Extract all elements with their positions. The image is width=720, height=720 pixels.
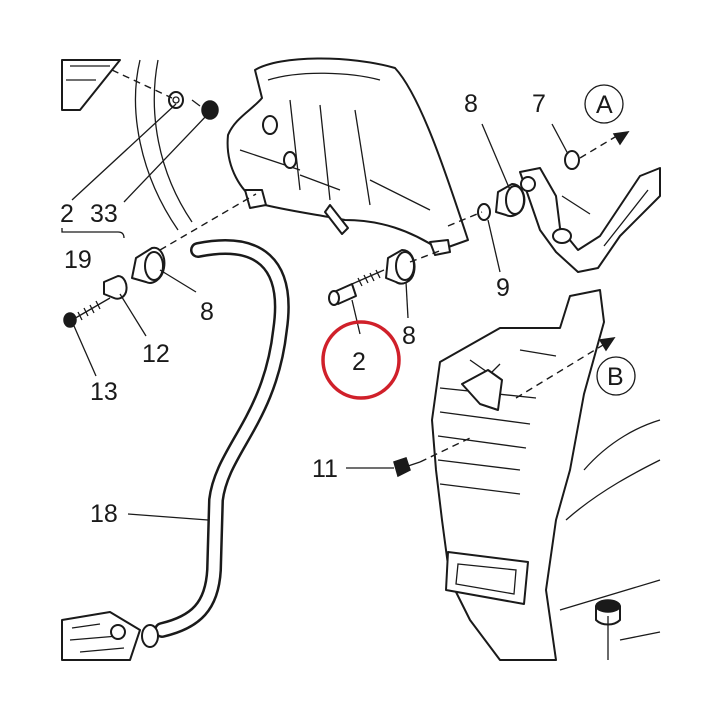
screw-33-shank [191,99,201,107]
lower-bracket-hole [110,624,126,640]
group-brace-19 [61,228,125,239]
mount-bracket-detail [561,189,649,247]
callout-7: 7 [532,90,546,118]
washer-2-top-hole [172,96,180,104]
leader-line [487,219,501,273]
callout-33: 33 [90,200,118,228]
tank-mount-tab [244,189,267,209]
washer-7 [564,150,580,170]
callout-13: 13 [90,378,118,406]
view-b-label: B [607,363,624,391]
leader-line [119,293,147,337]
hose-end-fitting [141,624,159,648]
screw-2-thread [351,269,385,285]
screw-13-thread [77,300,101,321]
bushing-8-left-face [144,251,164,281]
assembly-line [579,133,621,159]
leader-line [127,513,209,521]
callout-18: 18 [90,500,118,528]
leader-line [405,281,409,319]
callout-19: 19 [64,246,92,274]
callout-8-mid: 8 [402,322,416,350]
view-b-circle [596,356,636,396]
arrow-a-head [612,131,630,146]
highlight-ring [321,320,401,400]
outer-body-panel [559,419,661,641]
callout-2-highlighted: 2 [352,348,366,376]
washer-9 [477,203,491,221]
washer-2-top [168,91,184,109]
callout-8-right: 8 [464,90,478,118]
mount-bracket [519,167,661,273]
callout-2-top: 2 [60,200,74,228]
callout-8-left: 8 [200,298,214,326]
frame-strip [61,59,121,111]
grommet-top [595,599,621,613]
tank-body [226,57,469,251]
inner-fairing-notch [461,369,503,411]
screw-11-shank [407,461,421,467]
leader-line [481,123,511,191]
tank-detail-lines [239,72,431,211]
lower-bracket [61,611,141,661]
screw-2-thread-marks [357,269,381,287]
screw-2-head [328,290,340,306]
frame-strip-inner [66,65,110,81]
arrow-b-head [598,337,616,352]
collar-12 [103,275,128,300]
tank-nozzle [324,204,349,235]
assembly-line [409,249,443,263]
screw-13 [71,297,111,321]
inner-fairing-duct-inner [455,563,517,595]
assembly-line [159,193,257,251]
hose-18-inner [156,241,288,636]
screw-11-head [393,457,411,478]
leader-line [351,299,361,335]
callout-12: 12 [142,340,170,368]
hose-18 [154,239,290,638]
tank-boss [283,151,297,169]
callout-9: 9 [496,274,510,302]
leader-line [73,325,97,377]
bushing-8-right-face [505,185,525,215]
leader-line [123,113,209,203]
mount-bracket-slot [552,228,572,244]
leader-line [71,103,177,201]
leader-line [159,269,197,293]
mount-bracket-hole [520,176,536,192]
view-a-circle [584,84,624,124]
screw-13-head [63,312,77,328]
assembly-line [515,341,609,399]
leader-line [551,123,569,155]
callout-11: 11 [312,455,338,483]
assembly-line [111,69,173,99]
assembly-line [447,211,483,227]
tank-boss [262,115,278,135]
assembly-line [419,437,471,463]
screw-33-head [201,100,219,120]
tank-mount-tab [429,239,451,256]
bushing-8-mid-face [395,251,415,281]
lower-bracket-detail [69,623,125,653]
view-a-label: A [596,91,613,119]
frame-tube [134,59,193,231]
